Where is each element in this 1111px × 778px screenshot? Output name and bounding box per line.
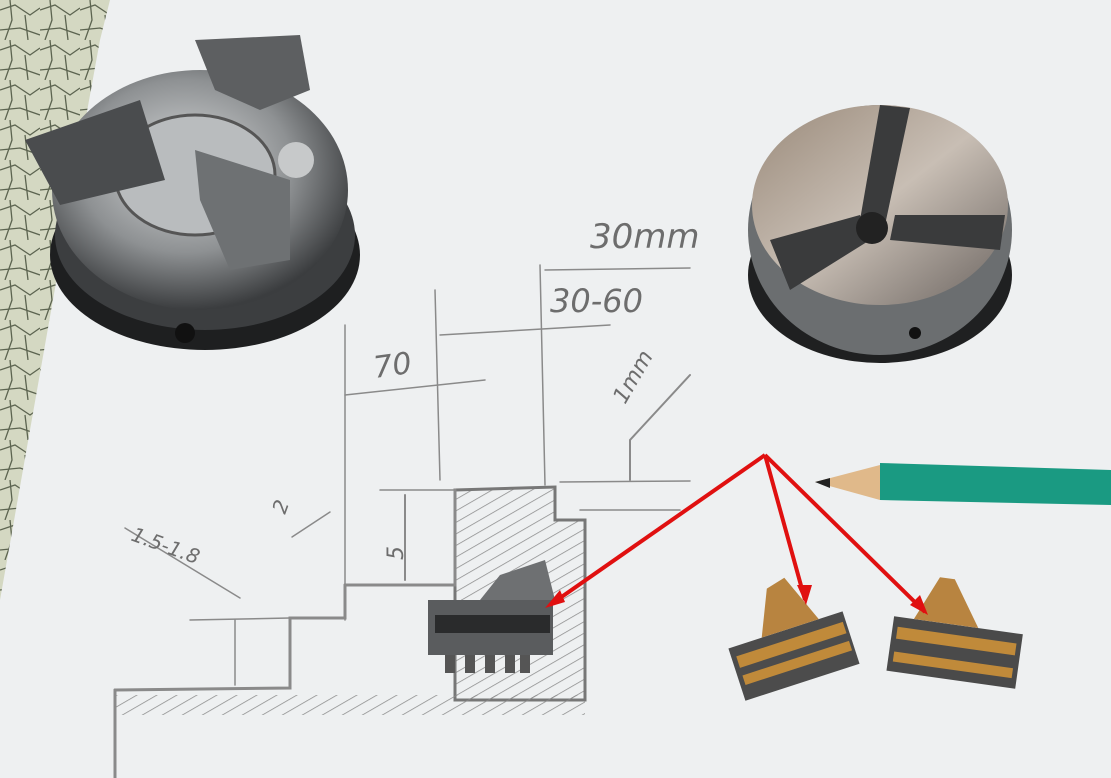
chuck-jaw-right bbox=[886, 577, 1023, 689]
chuck-jaw-middle bbox=[728, 577, 860, 701]
label-5: 5 bbox=[384, 546, 409, 560]
red-arrows bbox=[545, 453, 928, 615]
three-jaw-chuck bbox=[748, 105, 1012, 363]
label-30-60: 30-60 bbox=[550, 282, 643, 320]
chuck-jaw-left bbox=[428, 560, 555, 673]
label-30mm: 30mm bbox=[590, 217, 700, 257]
four-jaw-chuck bbox=[25, 35, 360, 350]
label-70: 70 bbox=[371, 346, 414, 386]
pencil bbox=[815, 463, 1111, 505]
